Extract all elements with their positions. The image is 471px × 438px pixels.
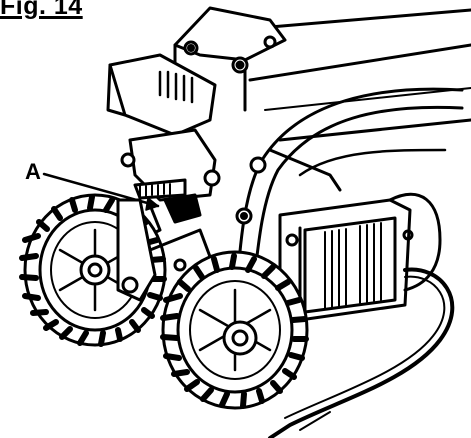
ground-line: [299, 411, 331, 431]
power-cord: [268, 267, 455, 438]
handle-frame: [234, 87, 464, 302]
callout-label-a: A: [25, 159, 41, 184]
front-wheel: [160, 250, 309, 410]
figure-title: Fig. 14: [0, 0, 83, 20]
pawl-assembly: [120, 128, 221, 242]
wedge-guard: [106, 53, 217, 137]
motor-housing: [278, 192, 442, 322]
